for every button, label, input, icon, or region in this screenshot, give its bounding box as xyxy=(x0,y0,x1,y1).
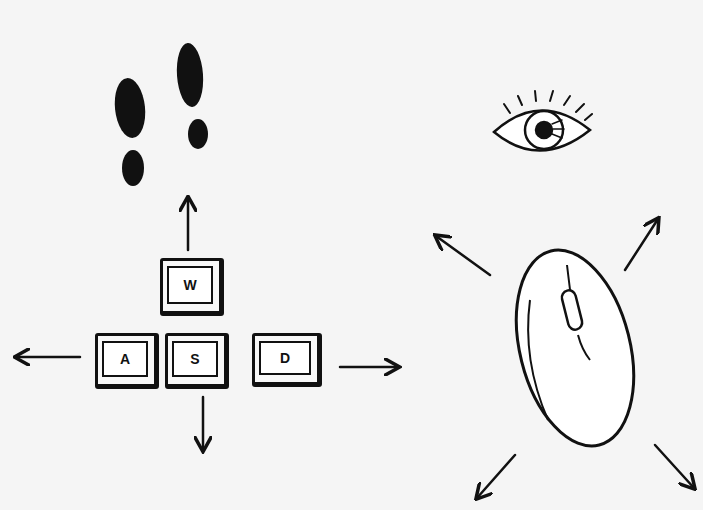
key-cap: A xyxy=(95,333,159,389)
down-arrow xyxy=(202,397,205,450)
left-arrow xyxy=(16,356,80,359)
key-label: D xyxy=(259,341,311,375)
mouse-icon xyxy=(497,238,652,459)
mouse-arrow xyxy=(625,219,658,270)
mouse-arrow xyxy=(477,455,515,498)
key-label: S xyxy=(172,341,218,377)
key-cap: D xyxy=(252,333,322,387)
mouse-arrow xyxy=(436,236,490,275)
eye-icon xyxy=(494,91,592,151)
key-cap: W xyxy=(160,258,224,316)
key-label: W xyxy=(167,266,213,304)
mouse-arrow xyxy=(655,445,694,488)
key-label: A xyxy=(102,341,148,377)
footprints xyxy=(112,42,208,186)
key-cap: S xyxy=(165,333,229,389)
up-arrow xyxy=(187,198,190,250)
right-arrow xyxy=(340,366,398,369)
